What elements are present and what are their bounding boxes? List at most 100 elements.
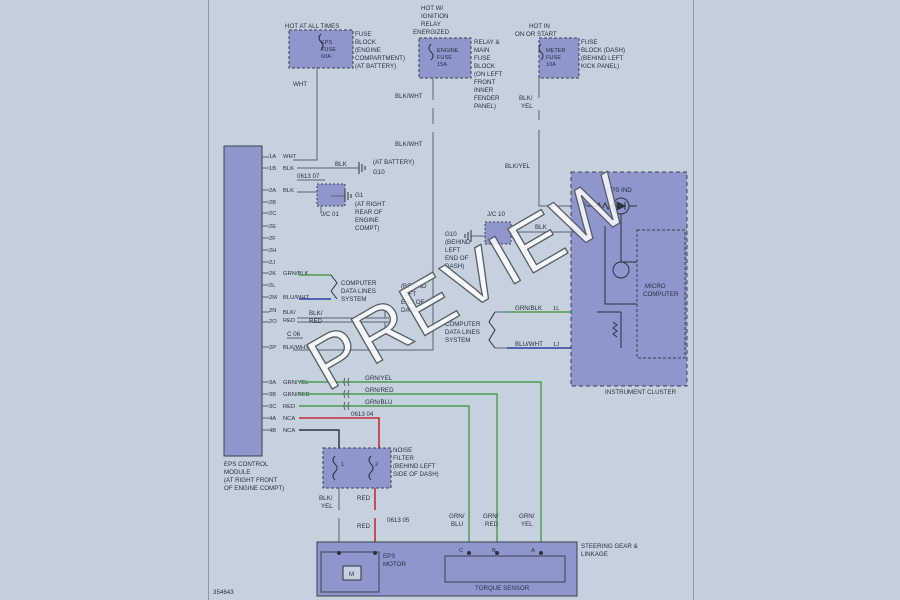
torque-pin-c: C — [459, 548, 463, 554]
pin-3b: 3B — [269, 392, 276, 398]
noise-filter — [322, 447, 392, 489]
computer-data-left-3: SYSTEM — [341, 296, 366, 303]
eps-motor-label-1: EPS — [383, 553, 395, 560]
computer-data-left-2: DATA LINES — [341, 288, 376, 295]
wiring-diagram: HOT AT ALL TIMES EPS FUSE 60A FUSE BLOCK… — [213, 5, 688, 597]
connector-c06: C 06 — [287, 331, 301, 338]
engine-fuse-line3: 15A — [437, 62, 447, 68]
engine-fuse-line2: FUSE — [437, 55, 452, 61]
module-label-2: MODULE — [224, 469, 250, 476]
wire-label-blk-wht-2: BLK/WHT — [395, 141, 423, 148]
jc01-box — [316, 183, 346, 207]
motor-icon — [342, 565, 362, 581]
pin-3a: 3A — [269, 380, 276, 386]
noise-label-3: (BEHIND LEFT — [393, 463, 436, 470]
wire-label-blk-red-1: BLK/ — [309, 310, 323, 317]
noise-label-2: FILTER — [393, 455, 414, 462]
behind-dash-3: END OF — [401, 299, 425, 306]
ground-g1-2: (AT RIGHT — [355, 201, 386, 208]
wiring-diagram-sheet: HOT AT ALL TIMES EPS FUSE 60A FUSE BLOCK… — [208, 0, 694, 600]
pin-4b-wire: NCA — [283, 428, 295, 434]
noise-pin2: 2 — [375, 462, 378, 468]
cluster-wire-blk-1: BLK — [535, 224, 548, 231]
meter-fuse-desc1: FUSE — [581, 39, 598, 46]
pin-3b-wire: GRN/RED — [283, 392, 310, 398]
wire-label-blk: BLK — [335, 161, 348, 168]
engine-fuse-block — [418, 37, 472, 79]
mid-grn-blu: GRN/BLU — [365, 399, 393, 406]
pin-3c: 3C — [269, 404, 276, 410]
ground-g10-top-1: (AT BATTERY) — [373, 159, 414, 166]
wire-3c-grn-blu — [299, 405, 470, 548]
pin-2m: 2M — [269, 295, 277, 301]
hot-at-all-times-label: HOT AT ALL TIMES — [285, 23, 339, 30]
eps-control-module — [223, 145, 263, 457]
torque-sensor-box — [444, 555, 566, 583]
pin-3a-wire: GRN/YEL — [283, 380, 309, 386]
bottom-red-2: RED — [357, 523, 371, 530]
micro-label-2: COMPUTER — [643, 291, 679, 298]
engine-fuse-desc6: FRONT — [474, 79, 496, 86]
splice-0613-05: 0613 05 — [387, 517, 410, 524]
ground-g1-3: REAR OF — [355, 209, 383, 216]
module-label-4: OF ENGINE COMPT) — [224, 485, 284, 492]
wire-label-blk-wht-1: BLK/WHT — [395, 93, 423, 100]
wire-4a-red — [299, 417, 380, 448]
pin-2p-wire: BLK/WHT — [283, 345, 309, 351]
wire-label-blk-yel-top1: BLK/ — [519, 95, 533, 102]
pin-4a-wire: NCA — [283, 416, 295, 422]
engine-fuse-desc7: INNER — [474, 87, 494, 94]
meter-fuse-desc2: BLOCK (DASH) — [581, 47, 625, 54]
ground-g10-top-2: G10 — [373, 169, 385, 176]
pin-1b-wire: BLK — [283, 166, 294, 172]
engine-fuse-desc4: BLOCK — [474, 63, 496, 70]
pin-2h: 2H — [269, 248, 276, 254]
steering-label-2: LINKAGE — [581, 551, 608, 558]
ground-g10-dash-3: LEFT — [445, 247, 460, 254]
pin-2n-wire: BLK/ — [283, 310, 296, 316]
ground-g1-5: COMPT) — [355, 225, 379, 232]
diagram-id: 354643 — [213, 589, 234, 596]
module-label-1: EPS CONTROL — [224, 461, 269, 468]
eps-fuse-line3: 60A — [321, 54, 331, 60]
cluster-label: INSTRUMENT CLUSTER — [605, 389, 677, 396]
splice-0613-07: 0613 07 — [297, 173, 320, 180]
fuse-icon — [318, 33, 324, 51]
meter-fuse-block — [538, 37, 580, 79]
behind-dash-4: DASH) — [401, 307, 420, 314]
bottom-grn-red-1: GRN/ — [483, 513, 499, 520]
torque-sensor-label: TORQUE SENSOR — [475, 585, 530, 592]
ground-icon — [344, 190, 352, 202]
bottom-grn-yel-2: YEL — [521, 521, 533, 528]
ground-g10-dash-2: (BEHIND — [445, 239, 471, 246]
behind-dash-1: (BEHIND — [401, 283, 427, 290]
bottom-grn-blu-2: BLU — [451, 521, 463, 528]
pin-2e: 2E — [269, 224, 276, 230]
eps-fuse-line2: FUSE — [321, 47, 336, 53]
torque-pin-b: B — [492, 548, 496, 554]
pin-1j: 1J — [553, 342, 559, 348]
eps-fuse-desc2: BLOCK — [355, 39, 377, 46]
eps-fuse-line1: EPS — [321, 40, 332, 46]
pin-2a: 2A — [269, 188, 276, 194]
data-lines-arrow-icon — [488, 311, 496, 349]
pin-1a-wire: WHT — [283, 154, 297, 160]
meter-fuse-line2: FUSE — [546, 55, 561, 61]
pin-2k: 2K — [269, 271, 276, 277]
computer-data-right-2: DATA LINES — [445, 329, 480, 336]
eps-fuse-block — [288, 29, 354, 69]
cluster-internal-wire — [597, 226, 637, 348]
pin-2c: 2C — [269, 211, 276, 217]
jc01-label: J/C 01 — [321, 211, 339, 218]
wire-wht — [293, 68, 318, 161]
meter-fuse-desc3: (BEHIND LEFT — [581, 55, 624, 62]
wire-4b-nca — [299, 429, 340, 448]
hot-ignition-3: RELAY — [421, 21, 441, 28]
noise-pin1: 1 — [341, 462, 344, 468]
hot-ignition-2: IGNITION — [421, 13, 449, 20]
pin-2o-wire: RED — [283, 318, 295, 324]
engine-fuse-desc5: (ON LEFT — [474, 71, 502, 78]
pin-1b: 1B — [269, 166, 276, 172]
eps-ind-label: EPS IND — [607, 187, 632, 194]
engine-fuse-desc3: FUSE — [474, 55, 491, 62]
